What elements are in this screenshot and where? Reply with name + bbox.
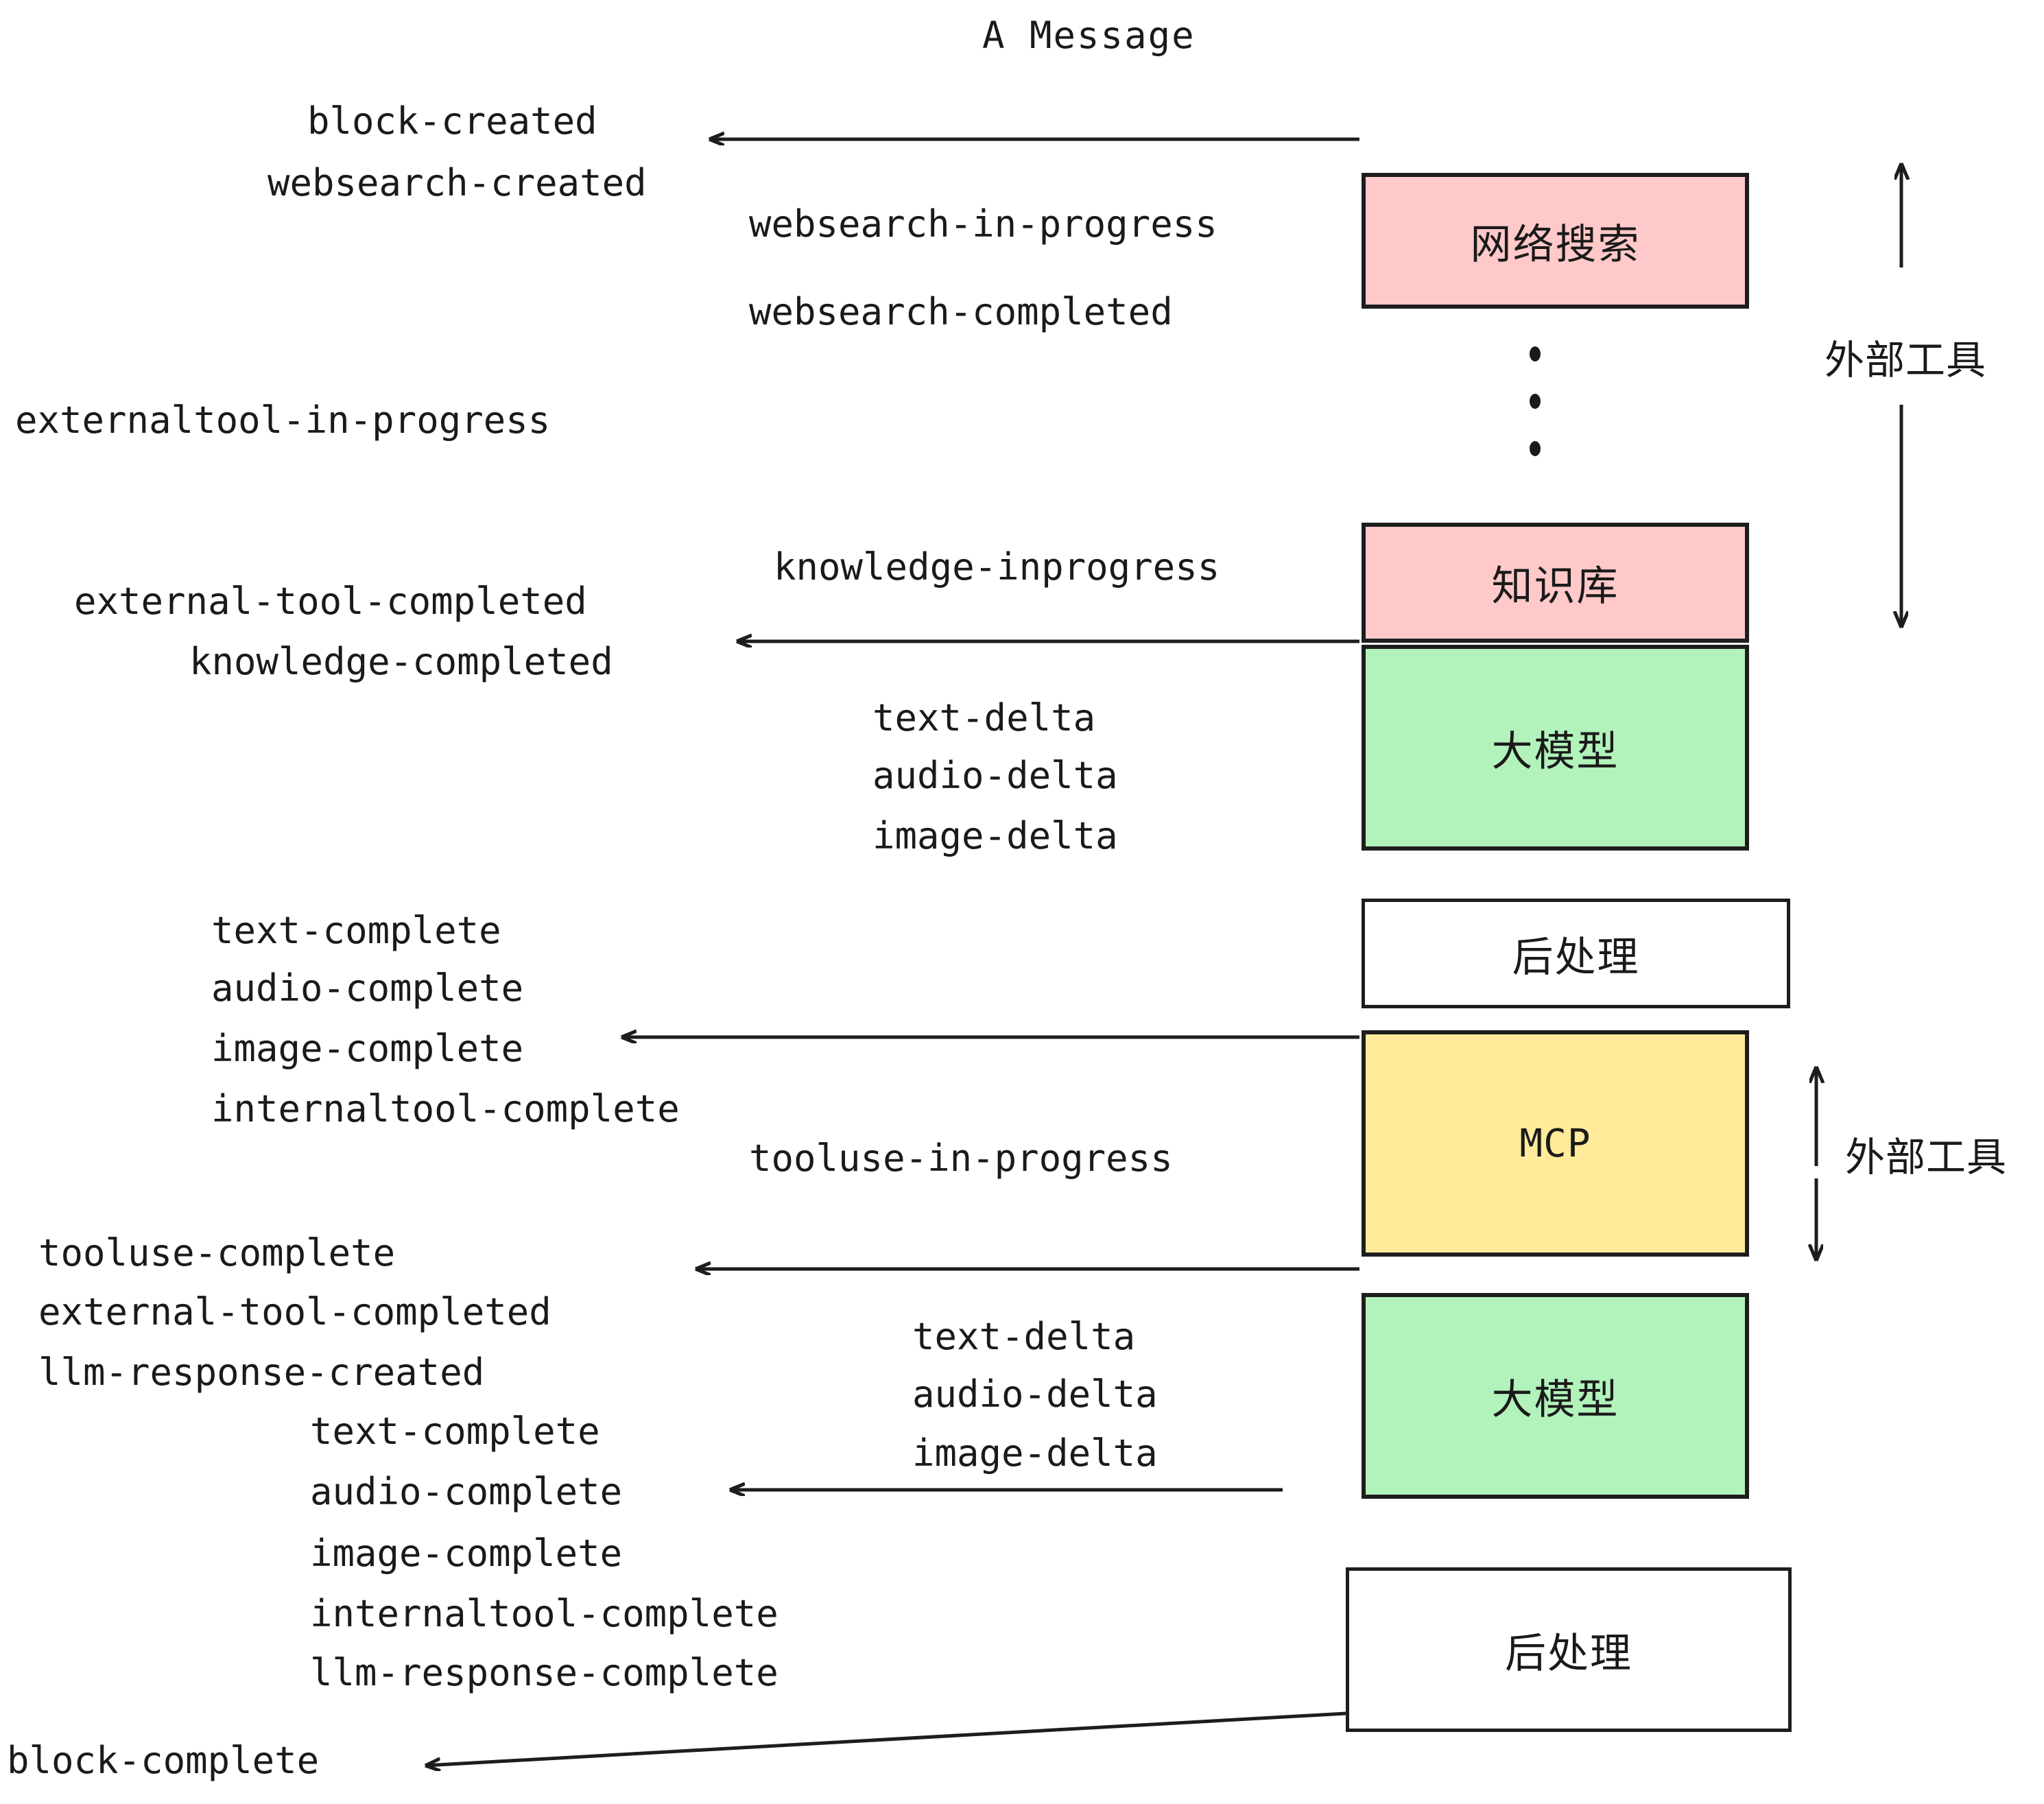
node-box-knowledge[interactable]: 知识库 (1362, 523, 1749, 643)
event-image-delta-1: image-delta (872, 814, 1118, 857)
arrow-postprocess2-to-left (425, 1711, 1346, 1766)
event-audio-delta-1: audio-delta (872, 754, 1118, 797)
event-audio-complete-2: audio-complete (310, 1470, 623, 1513)
node-box-llm-1[interactable]: 大模型 (1362, 645, 1749, 851)
event-knowledge-inprogress: knowledge-inprogress (774, 545, 1220, 589)
node-box-postprocess-2[interactable]: 后处理 (1346, 1567, 1792, 1732)
event-llm-response-created: llm-response-created (38, 1351, 485, 1394)
vertical-ellipsis-icon (1528, 346, 1542, 456)
event-externaltool-in-progress: externaltool-in-progress (15, 399, 551, 442)
node-box-label: 知识库 (1491, 562, 1619, 610)
event-external-tool-completed-2: external-tool-completed (38, 1290, 551, 1333)
event-image-complete-2: image-complete (310, 1532, 623, 1575)
node-box-mcp[interactable]: MCP (1362, 1030, 1749, 1257)
event-block-complete: block-complete (7, 1739, 320, 1782)
page-title: A Message (982, 14, 1196, 57)
event-llm-response-complete: llm-response-complete (310, 1651, 779, 1694)
event-websearch-created: websearch-created (268, 161, 647, 204)
node-box-label: MCP (1519, 1121, 1591, 1166)
group-label-external-tools-top: 外部工具 (1825, 337, 1987, 383)
node-box-label: 网络搜索 (1470, 220, 1641, 269)
node-box-label: 大模型 (1491, 727, 1619, 776)
event-block-created: block-created (307, 99, 597, 143)
node-box-postprocess-1[interactable]: 后处理 (1362, 899, 1790, 1008)
event-audio-delta-2: audio-delta (912, 1373, 1158, 1416)
event-tooluse-in-progress: tooluse-in-progress (749, 1137, 1173, 1180)
event-image-complete-1: image-complete (211, 1027, 524, 1070)
event-websearch-completed: websearch-completed (749, 290, 1173, 333)
event-knowledge-completed: knowledge-completed (189, 640, 613, 683)
event-image-delta-2: image-delta (912, 1432, 1158, 1475)
node-box-label: 后处理 (1512, 933, 1640, 982)
event-external-tool-completed-1: external-tool-completed (74, 580, 587, 623)
node-box-websearch[interactable]: 网络搜索 (1362, 173, 1749, 309)
event-text-complete-2: text-complete (310, 1410, 600, 1453)
event-text-delta-2: text-delta (912, 1315, 1136, 1358)
event-text-complete-1: text-complete (211, 909, 501, 952)
event-websearch-in-progress: websearch-in-progress (749, 202, 1217, 246)
event-internaltool-complete-1: internaltool-complete (211, 1087, 680, 1130)
event-tooluse-complete: tooluse-complete (38, 1231, 396, 1274)
node-box-llm-2[interactable]: 大模型 (1362, 1293, 1749, 1499)
node-box-label: 后处理 (1505, 1629, 1632, 1678)
event-internaltool-complete-2: internaltool-complete (310, 1592, 779, 1635)
node-box-label: 大模型 (1491, 1375, 1619, 1424)
event-audio-complete-1: audio-complete (211, 966, 524, 1010)
group-label-external-tools-bottom: 外部工具 (1845, 1134, 2008, 1180)
event-text-delta-1: text-delta (872, 696, 1096, 739)
